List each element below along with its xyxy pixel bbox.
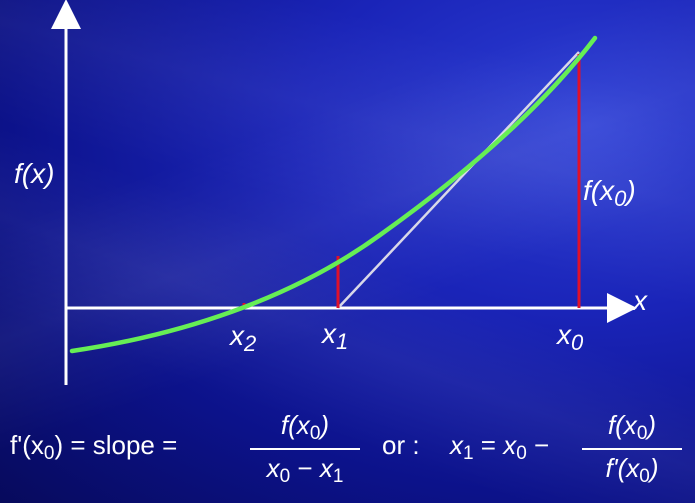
slope-fraction: f(x0) x0 − x1 [250,410,360,488]
update-fraction: f(x0) f'(x0) [582,410,682,488]
fraction-bar [582,448,682,450]
f-x0-label: f(x0) [583,175,636,211]
x2-label: x2 [230,320,257,356]
x-axis-label: x [633,285,647,316]
update-denominator: f'(x0) [605,453,659,487]
newton-formula: f'(x0) = slope = f(x0) x0 − x1 or : x1 =… [10,410,690,495]
slope-denominator: x0 − x1 [266,453,344,487]
y-axis-label: f(x) [14,158,55,189]
slope-numerator: f(x0) [280,410,330,444]
x1-label: x1 [322,318,349,354]
function-curve [69,35,598,354]
formula-lhs: f'(x0) = slope = [10,430,178,464]
update-numerator: f(x0) [607,410,657,444]
tangent-line [337,51,580,309]
formula-rhs: x1 = x0 − [450,430,550,464]
or-text: or : [382,430,420,460]
x0-label: x0 [557,319,584,355]
fraction-bar [250,448,360,450]
